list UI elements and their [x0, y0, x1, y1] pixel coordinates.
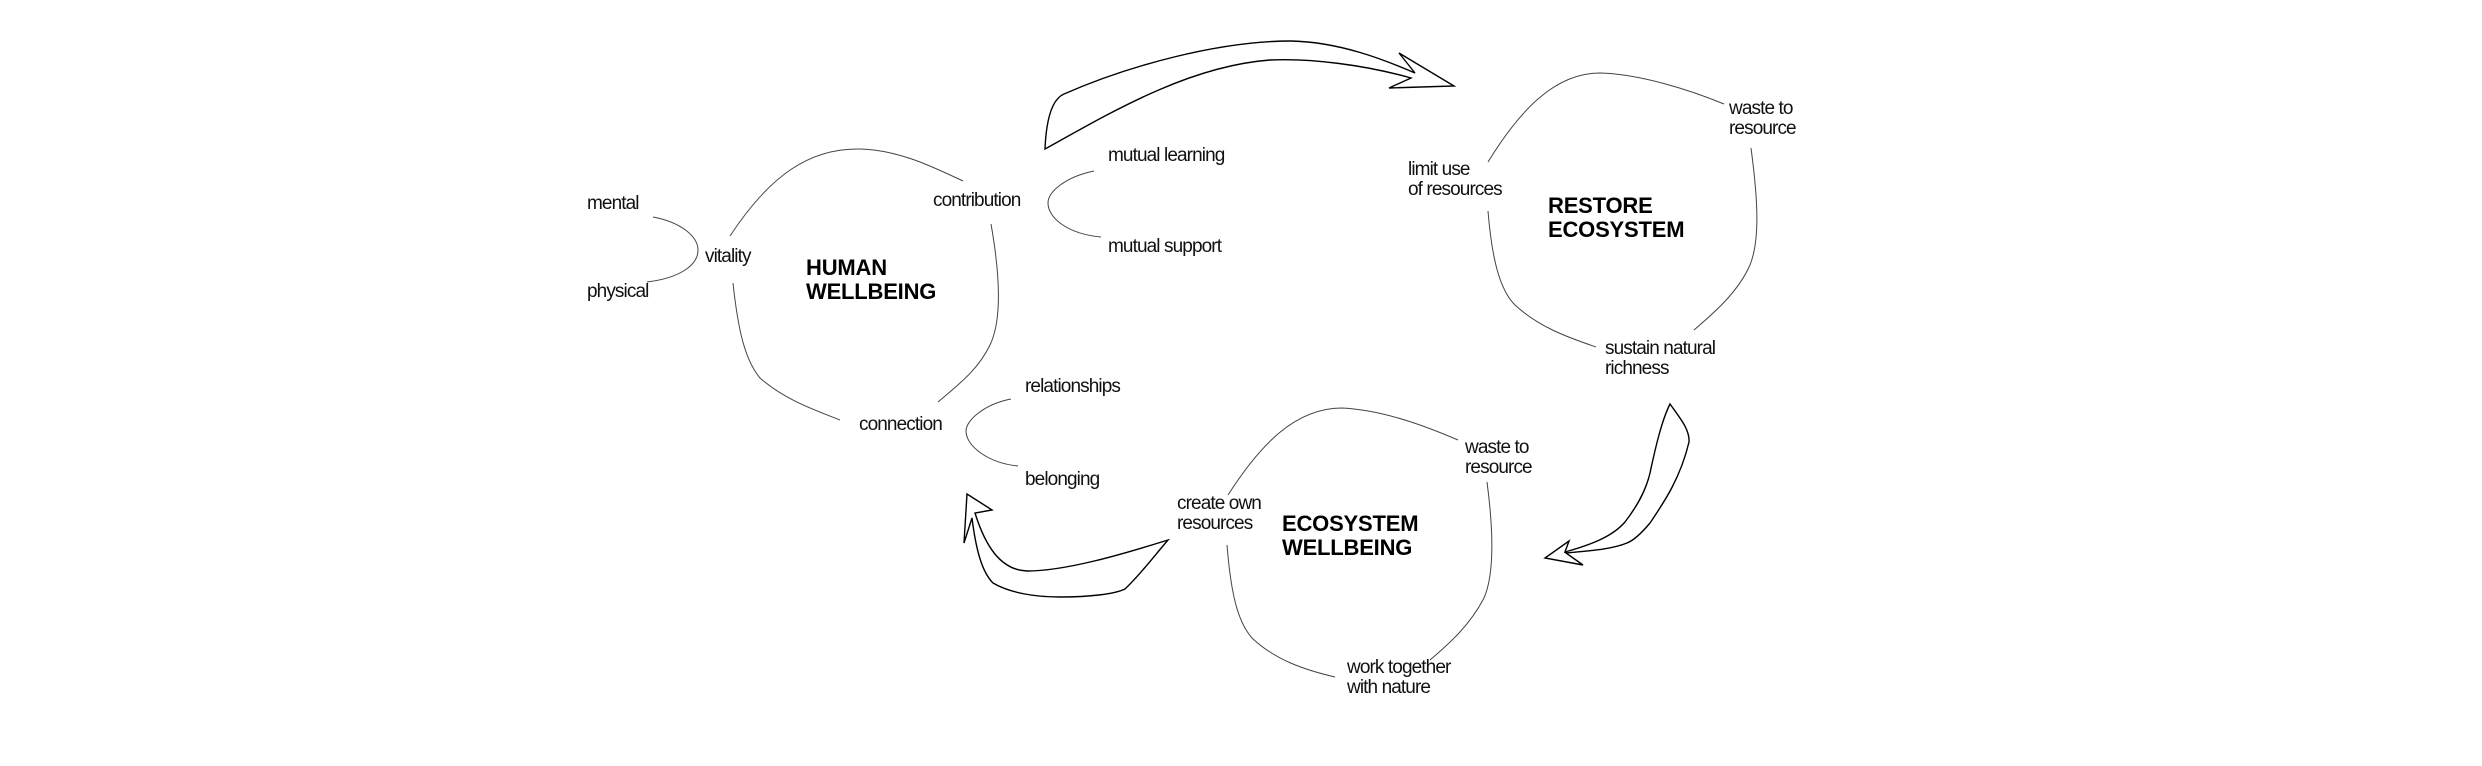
label-line: with nature — [1347, 677, 1431, 698]
label-line: waste to — [1465, 437, 1529, 458]
node-vitality: vitality — [705, 246, 751, 267]
label-line: resource — [1729, 118, 1797, 139]
title-line: WELLBEING — [1282, 535, 1413, 560]
title-line: WELLBEING — [806, 279, 937, 304]
ecosystem-wellbeing-cycle — [1226, 407, 1493, 678]
branch-connection — [965, 398, 1019, 467]
label-line: resource — [1465, 457, 1533, 478]
title-line: ECOSYSTEM — [1282, 511, 1419, 536]
label-line: create own — [1177, 493, 1262, 514]
restore-ecosystem-title: RESTORE ECOSYSTEM — [1548, 193, 1685, 242]
branch-physical: physical — [587, 281, 649, 302]
node-sustain-natural-richness: sustain natural richness — [1605, 338, 1716, 379]
branch-mental: mental — [587, 193, 640, 214]
connector-create-waste — [1227, 407, 1459, 496]
node-contribution: contribution — [933, 190, 1021, 211]
connector-vitality-contribution — [729, 148, 964, 237]
node-waste-to-resource-ecosystem: waste to resource — [1465, 437, 1533, 478]
node-connection: connection — [859, 414, 943, 435]
branch-vitality — [646, 216, 699, 283]
label-line: limit use — [1408, 159, 1470, 180]
connector-waste-sustain — [1693, 147, 1758, 331]
branch-relationships: relationships — [1025, 376, 1121, 397]
connector-limit-sustain — [1487, 210, 1597, 348]
title-line: HUMAN — [806, 255, 887, 280]
curved-arrow-up-left-icon — [963, 492, 1171, 598]
branch-belonging: belonging — [1025, 469, 1100, 490]
connector-contribution-connection — [937, 223, 999, 403]
restore-ecosystem-cycle — [1487, 72, 1758, 348]
node-waste-to-resource-restore: waste to resource — [1729, 98, 1797, 139]
label-line: waste to — [1729, 98, 1793, 119]
label-line: richness — [1605, 358, 1669, 379]
branch-contribution — [1047, 170, 1102, 238]
node-create-own-resources: create own resources — [1177, 493, 1262, 534]
label-line: work together — [1347, 657, 1451, 678]
label-line: resources — [1177, 513, 1253, 534]
title-line: ECOSYSTEM — [1548, 217, 1685, 242]
label-line: of resources — [1408, 179, 1503, 200]
ecosystem-wellbeing-title: ECOSYSTEM WELLBEING — [1282, 511, 1419, 560]
branch-mutual-learning: mutual learning — [1108, 145, 1225, 166]
connector-create-work — [1226, 544, 1336, 678]
curved-arrow-right-icon — [1044, 40, 1457, 151]
connector-vitality-connection — [732, 282, 841, 421]
node-limit-use-of-resources: limit use of resources — [1408, 159, 1503, 200]
curved-arrow-down-left-icon — [1543, 402, 1690, 566]
label-line: sustain natural — [1605, 338, 1716, 359]
human-wellbeing-cycle — [646, 148, 1102, 467]
human-wellbeing-title: HUMAN WELLBEING — [806, 256, 936, 304]
branch-mutual-support: mutual support — [1108, 236, 1222, 257]
node-work-together-with-nature: work together with nature — [1347, 657, 1451, 698]
connector-limit-waste — [1487, 72, 1725, 163]
title-line: RESTORE — [1548, 193, 1653, 218]
connector-waste-work — [1429, 481, 1493, 661]
